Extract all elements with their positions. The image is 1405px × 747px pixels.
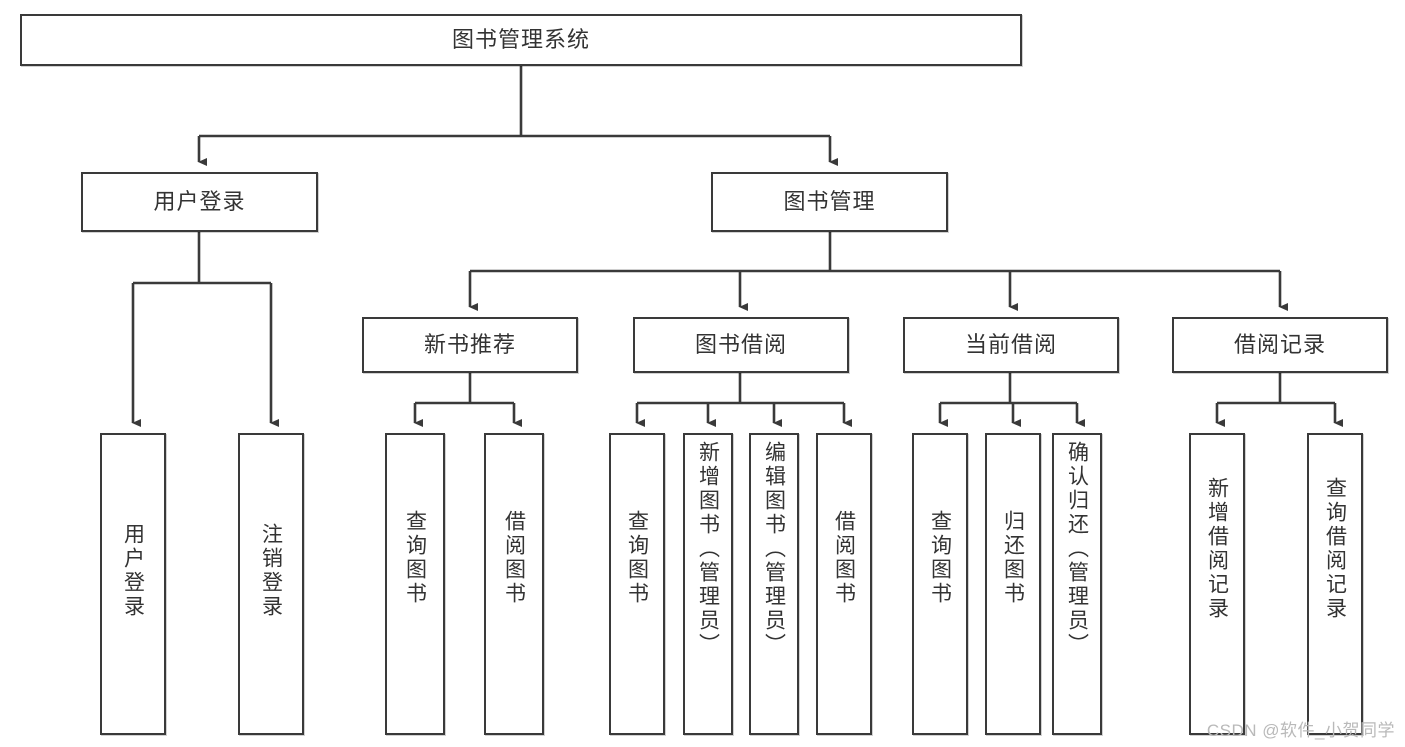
node-label: 用户登录 [121, 523, 145, 619]
leaf-logout[interactable]: 注销登录 [238, 433, 304, 735]
node-label: 新书推荐 [423, 332, 516, 358]
leaf-borrow-book-recommend[interactable]: 借阅图书 [484, 433, 544, 735]
leaf-add-borrow-record[interactable]: 新增借阅记录 [1189, 433, 1245, 735]
node-new-book-recommend[interactable]: 新书推荐 [362, 317, 578, 373]
node-label: 借阅记录 [1233, 332, 1326, 358]
node-current-borrow[interactable]: 当前借阅 [903, 317, 1119, 373]
node-label: 当前借阅 [964, 332, 1057, 358]
node-book-borrow[interactable]: 图书借阅 [633, 317, 849, 373]
leaf-confirm-return-admin[interactable]: 确认归还（管理员） [1052, 433, 1102, 735]
node-label: 新增图书（管理员） [696, 441, 720, 657]
leaf-query-borrow-record[interactable]: 查询借阅记录 [1307, 433, 1363, 735]
node-book-manage[interactable]: 图书管理 [711, 172, 948, 232]
node-label: 查询借阅记录 [1323, 477, 1347, 621]
node-label: 查询图书 [928, 510, 952, 606]
node-label: 图书管理 [783, 189, 876, 215]
leaf-query-book-recommend[interactable]: 查询图书 [385, 433, 445, 735]
node-label: 注销登录 [259, 523, 283, 619]
leaf-query-book-current[interactable]: 查询图书 [912, 433, 968, 735]
leaf-user-login[interactable]: 用户登录 [100, 433, 166, 735]
leaf-query-book-borrow[interactable]: 查询图书 [609, 433, 665, 735]
leaf-borrow-book[interactable]: 借阅图书 [816, 433, 872, 735]
node-label: 用户登录 [153, 189, 246, 215]
node-user-login[interactable]: 用户登录 [81, 172, 318, 232]
node-label: 新增借阅记录 [1205, 477, 1229, 621]
node-label: 图书管理系统 [451, 27, 590, 53]
node-label: 借阅图书 [502, 510, 526, 606]
node-label: 图书借阅 [694, 332, 787, 358]
node-label: 归还图书 [1001, 510, 1025, 606]
leaf-add-book-admin[interactable]: 新增图书（管理员） [683, 433, 733, 735]
node-root-system[interactable]: 图书管理系统 [20, 14, 1022, 66]
node-label: 编辑图书（管理员） [762, 441, 786, 657]
node-label: 查询图书 [625, 510, 649, 606]
node-borrow-record[interactable]: 借阅记录 [1172, 317, 1388, 373]
node-label: 借阅图书 [832, 510, 856, 606]
leaf-return-book[interactable]: 归还图书 [985, 433, 1041, 735]
leaf-edit-book-admin[interactable]: 编辑图书（管理员） [749, 433, 799, 735]
node-label: 确认归还（管理员） [1065, 441, 1089, 657]
node-label: 查询图书 [403, 510, 427, 606]
csdn-watermark: CSDN @软件_小贺同学 [1206, 721, 1395, 740]
